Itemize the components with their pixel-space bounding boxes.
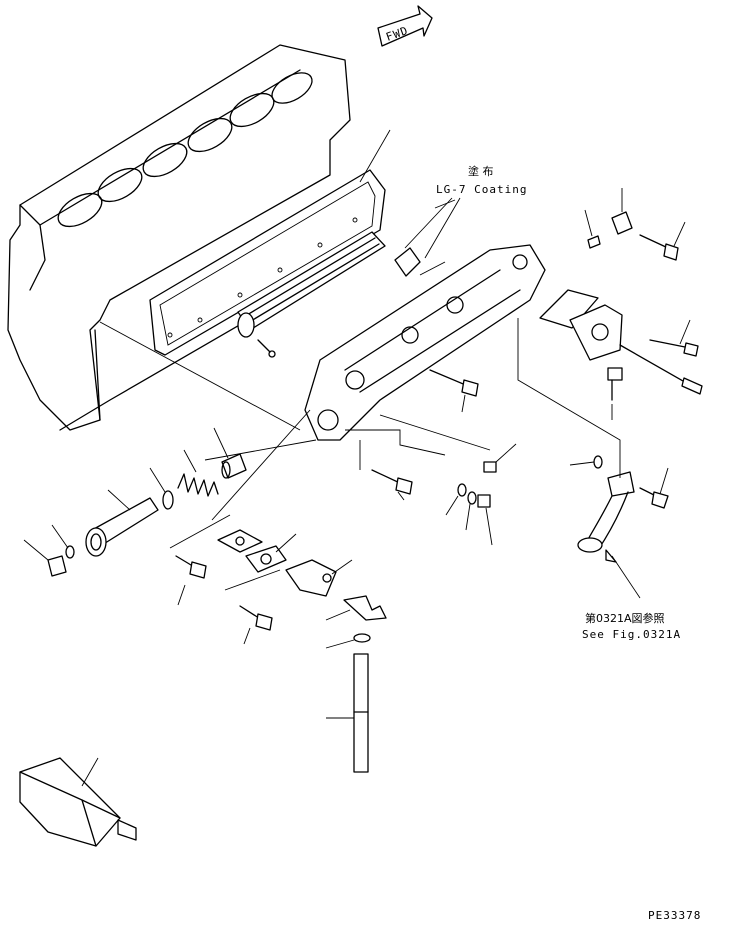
bolt-lower [239,605,273,645]
leader-lines [99,199,491,591]
plug-left [23,539,67,577]
water-pipe [517,318,635,553]
fwd-arrow-badge: FWD [377,5,433,47]
oil-cooler-element [237,231,386,358]
reference-callout: 第0321A図参照 See Fig.0321A [582,549,681,641]
valve-plug-body [85,489,159,557]
o-ring-mid [149,467,174,510]
reference-english: See Fig.0321A [582,628,681,641]
bolt-top-right [639,221,686,261]
figure-code: PE33378 [648,909,701,922]
small-gasket [217,529,263,553]
bolt-lower-left [175,555,207,606]
cylinder-block [7,44,351,431]
tube-right [619,344,703,395]
bolt-middle [429,369,479,413]
adapter-block [285,559,353,597]
elbow-fitting [325,595,387,621]
coating-japanese: 塗 布 [468,164,494,178]
washer-nut [445,483,493,546]
reference-japanese: 第0321A図参照 [585,611,665,625]
o-ring-left [51,524,75,559]
bolt-right [649,319,699,357]
coating-english: LG-7 Coating [436,183,527,196]
coating-callout: 塗 布 LG-7 Coating [394,164,527,277]
valve-piston [213,427,247,479]
bolt-pipe [639,467,669,509]
connector-flange [245,533,297,573]
cooler-gasket [149,129,391,356]
washer-right [569,455,603,469]
filter-body [19,757,137,847]
bolt-lower-middle [371,469,413,501]
cooler-cover [304,244,546,441]
flange-gasket [539,289,623,361]
bolt-mid-right [607,367,623,420]
dipstick-tube [326,653,369,773]
plug-top-right [584,188,633,249]
drain-plug [483,443,517,473]
clamp-ring [325,633,371,649]
valve-spring [177,449,219,497]
